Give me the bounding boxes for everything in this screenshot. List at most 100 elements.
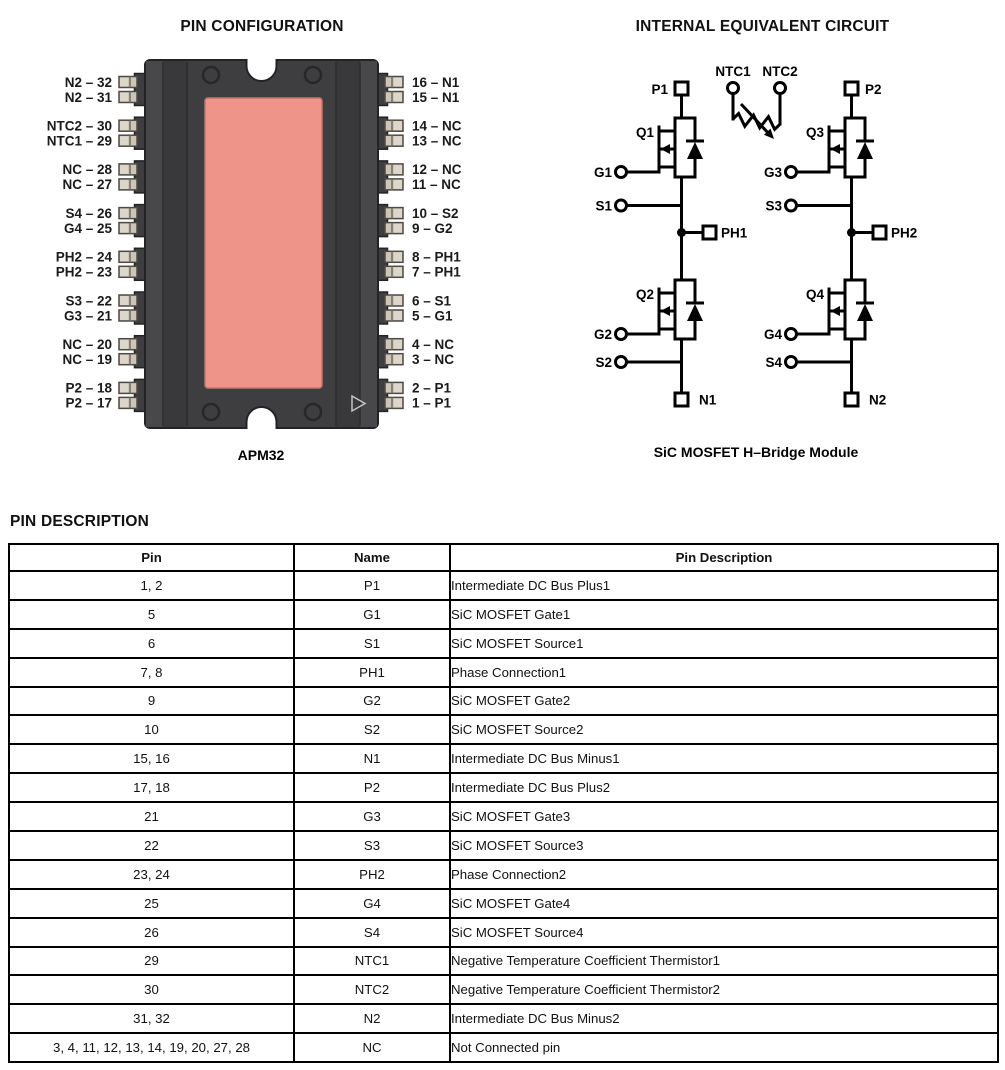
table-cell: Phase Connection2	[449, 858, 999, 890]
table-cell: Intermediate DC Bus Plus1	[449, 570, 999, 601]
table-cell: 15, 16	[8, 743, 295, 775]
table-cell: SiC MOSFET Gate1	[449, 598, 999, 630]
pin-label-right: 7 – PH1	[412, 265, 461, 280]
label-p1: P1	[651, 82, 668, 97]
table-cell: P2	[293, 772, 451, 804]
terminal-p1	[673, 80, 690, 97]
package-ridge-left-outer	[146, 61, 163, 427]
terminal-ntc1	[726, 81, 740, 95]
label-q3: Q3	[806, 125, 825, 140]
pin-label-right: 11 – NC	[412, 177, 461, 192]
pin-lead-right-tip	[394, 383, 402, 393]
table-cell: 25	[8, 887, 295, 919]
pin-label-left: P2 – 18	[65, 381, 112, 396]
package-ridge-lines	[162, 62, 361, 426]
table-cell: NTC1	[293, 945, 451, 977]
table-cell: S3	[293, 830, 451, 861]
table-cell: 1, 2	[8, 570, 295, 601]
table-cell: 30	[8, 974, 295, 1006]
table-cell: SiC MOSFET Gate3	[449, 801, 999, 833]
pin1-marker-triangle	[351, 394, 367, 413]
terminal-ph1	[701, 224, 718, 241]
bottom-notch	[245, 406, 278, 429]
table-cell: SiC MOSFET Source2	[449, 714, 999, 746]
table-cell: 5	[8, 598, 295, 630]
pin-label-right: 4 – NC	[412, 337, 454, 352]
pin-lead-left-tip	[120, 223, 128, 233]
pin-label-left: PH2 – 24	[56, 250, 113, 265]
label-q1: Q1	[636, 125, 655, 140]
terminal-s2	[614, 355, 628, 369]
pin-lead-right-tip	[394, 179, 402, 189]
terminal-n2	[843, 391, 860, 408]
pin-lead-left-tip	[120, 383, 128, 393]
package-circle-bottom-right	[303, 402, 323, 422]
column-header: Pin	[8, 543, 295, 572]
terminal-g2	[614, 327, 628, 341]
table-cell: G3	[293, 801, 451, 833]
internal-equivalent-circuit: P1 P2 NTC1 NTC2 Q1 Q2 Q3 Q4 G1 S1 G2 S2 …	[594, 64, 917, 460]
pin-lead-right-tip	[394, 252, 402, 262]
pin-lead-right-tip	[394, 223, 402, 233]
pin-label-left: NTC1 – 29	[47, 134, 112, 149]
label-ph1: PH1	[721, 226, 748, 241]
terminal-g1	[614, 165, 628, 179]
pin-label-left: P2 – 17	[65, 396, 112, 411]
junction-dot-ph2	[847, 228, 856, 237]
pin-label-left: S4 – 26	[65, 206, 112, 221]
table-cell: S2	[293, 714, 451, 746]
pin-label-left: NTC2 – 30	[47, 119, 112, 134]
table-cell: 21	[8, 801, 295, 833]
label-s4: S4	[765, 355, 782, 370]
pin-lead-left-tip	[120, 296, 128, 305]
pin-lead-right-tip	[394, 354, 402, 364]
table-cell: Negative Temperature Coefficient Thermis…	[449, 974, 999, 1006]
package-ridge-right-outer	[360, 61, 377, 427]
pin-lead-right-tip	[394, 136, 402, 146]
pin-label-left: NC – 19	[62, 352, 112, 367]
pin-lead-left-tip	[120, 92, 128, 102]
pin-lead-right-tip	[394, 164, 402, 174]
table-cell: N1	[293, 743, 451, 775]
table-cell: 31, 32	[8, 1003, 295, 1035]
label-q2: Q2	[636, 287, 654, 302]
pin-lead-left-tip	[120, 164, 128, 174]
circuit-wires	[625, 92, 875, 395]
column-header: Pin Description	[449, 543, 999, 572]
label-n1: N1	[699, 393, 717, 408]
table-cell: S4	[293, 916, 451, 948]
package-name: APM32	[238, 447, 285, 463]
pin-label-right: 8 – PH1	[412, 250, 461, 265]
pin-label-right: 2 – P1	[412, 381, 452, 396]
terminal-ph2	[871, 224, 888, 241]
top-notch-fill	[246, 58, 277, 81]
table-cell: 26	[8, 916, 295, 948]
mosfet-q2	[657, 278, 705, 341]
table-cell: 3, 4, 11, 12, 13, 14, 19, 20, 27, 28	[8, 1032, 295, 1064]
label-n2: N2	[869, 393, 886, 408]
table-cell: SiC MOSFET Source4	[449, 916, 999, 948]
pin-label-left: G3 – 21	[64, 308, 113, 323]
junction-dot-ph1	[677, 228, 686, 237]
pin-lead-left-tip	[120, 339, 128, 349]
terminal-s3	[784, 198, 798, 213]
table-cell: SiC MOSFET Source1	[449, 627, 999, 659]
terminal-ntc2	[773, 81, 787, 95]
pin-label-right: 10 – S2	[412, 206, 459, 221]
pin-label-right: 5 – G1	[412, 308, 453, 323]
pin-label-right: 9 – G2	[412, 221, 453, 236]
